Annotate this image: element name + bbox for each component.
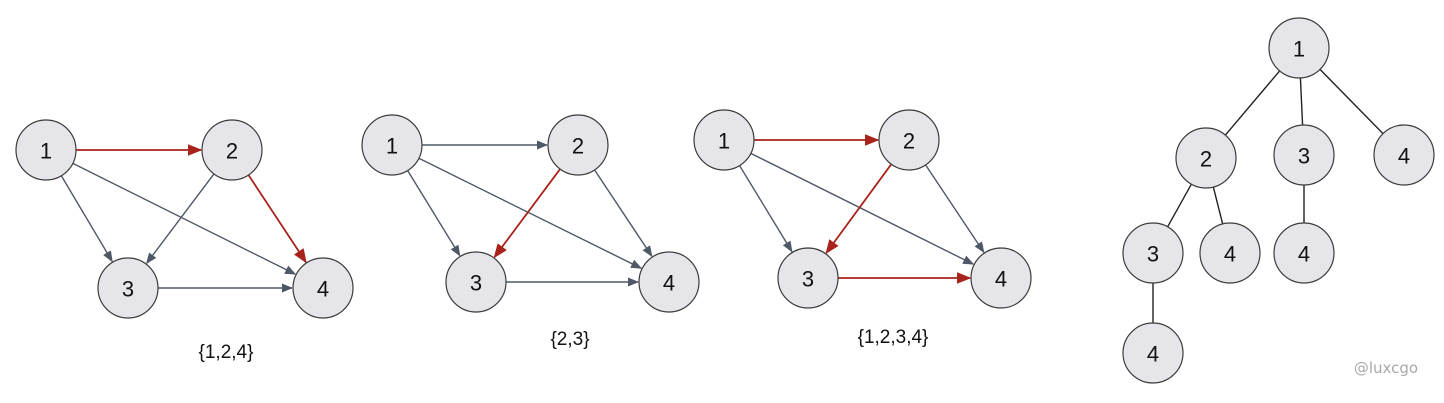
graph-2-node-3-label: 3 [470, 271, 482, 296]
watermark-text: @luxcgo [1354, 359, 1418, 377]
tree-node-t3: 3 [1273, 124, 1335, 186]
graph-1-node-4-circle [292, 257, 354, 319]
graph-2-node-3: 3 [445, 251, 507, 313]
tree-node-t234-label: 4 [1147, 342, 1159, 367]
graph-3-node-1-circle [693, 109, 755, 171]
tree-node-t24-circle [1199, 222, 1261, 284]
tree-node-t23-circle [1122, 222, 1184, 284]
graph-3-node-1-label: 1 [718, 129, 730, 154]
tree-node-t4-circle [1373, 124, 1435, 186]
graph-2-node-1-circle [361, 114, 423, 176]
graph-2-node-2: 2 [547, 114, 609, 176]
graph-2-caption: {2,3} [550, 329, 589, 350]
graph-1-caption: {1,2,4} [199, 342, 254, 363]
graph-1-node-1-circle [15, 119, 77, 181]
tree-edge-t1-t2 [1224, 70, 1281, 136]
graph-1-node-4: 4 [292, 257, 354, 319]
tree-node-t23: 3 [1122, 222, 1184, 284]
graph-3-node-2: 2 [878, 109, 940, 171]
graph-2-node-2-label: 2 [572, 134, 584, 159]
tree-node-t23-label: 3 [1147, 242, 1159, 267]
tree-node-t4: 4 [1373, 124, 1435, 186]
graph-1-node-1-label: 1 [40, 139, 52, 164]
graph-3-node-4-label: 4 [995, 267, 1007, 292]
tree-node-t24: 4 [1199, 222, 1261, 284]
graph-1-node-3-circle [97, 257, 159, 319]
tree-node-t34: 4 [1273, 222, 1335, 284]
graph-1-node-4-label: 4 [317, 277, 329, 302]
graph-3-node-2-circle [878, 109, 940, 171]
tree-node-t1-circle [1268, 17, 1330, 79]
graph-1-edge-1-4 [72, 162, 297, 275]
tree-node-t4-label: 4 [1398, 144, 1410, 169]
graph-3-node-3-circle [777, 247, 839, 309]
edges-layer [60, 68, 1384, 323]
graph-3-node-4: 4 [970, 247, 1032, 309]
graph-2-edge-2-3-highlighted [493, 168, 561, 259]
graph-2-node-1-label: 1 [386, 134, 398, 159]
nodes-layer: 1 2 3 4 1 2 3 4 1 2 3 4 1 2 3 4 3 4 4 4 [15, 17, 1435, 384]
tree-node-t3-label: 3 [1298, 144, 1310, 169]
tree-node-t1-label: 1 [1293, 37, 1305, 62]
graph-3-edge-1-3 [739, 165, 793, 253]
tree-node-t1: 1 [1268, 17, 1330, 79]
graph-1-edge-2-4-highlighted [247, 174, 307, 264]
graph-1-node-3-label: 3 [122, 277, 134, 302]
graph-2-node-3-circle [445, 251, 507, 313]
tree-node-t2: 2 [1175, 127, 1237, 189]
graph-2-edge-1-4 [418, 157, 643, 269]
graph-3-edge-1-4 [750, 152, 975, 265]
captions-layer: {1,2,4} {2,3} {1,2,3,4} @luxcgo [199, 327, 1419, 377]
graph-2-node-4-label: 4 [663, 271, 675, 296]
graph-3-node-4-circle [970, 247, 1032, 309]
graph-1-edge-1-3 [60, 175, 113, 263]
tree-node-t234: 4 [1122, 322, 1184, 384]
tree-edge-t2-t23 [1167, 183, 1192, 228]
tree-node-t2-circle [1175, 127, 1237, 189]
graph-2-node-2-circle [547, 114, 609, 176]
graph-3-node-3-label: 3 [802, 267, 814, 292]
tree-edge-t2-t24 [1212, 186, 1224, 225]
graph-2-edge-2-4 [594, 169, 653, 258]
tree-node-t3-circle [1273, 124, 1335, 186]
tree-node-t2-label: 2 [1200, 147, 1212, 172]
graph-3-edge-2-4 [925, 164, 985, 254]
graph-1-edge-2-3 [145, 173, 215, 265]
graph-1-node-3: 3 [97, 257, 159, 319]
tree-node-t24-label: 4 [1224, 242, 1236, 267]
graph-2-node-4-circle [638, 251, 700, 313]
graph-3-edge-2-3-highlighted [825, 163, 893, 255]
graph-2-node-4: 4 [638, 251, 700, 313]
graph-3-caption: {1,2,3,4} [858, 327, 929, 348]
graph-3-node-3: 3 [777, 247, 839, 309]
graph-3-node-1: 1 [693, 109, 755, 171]
graph-1-node-2-label: 2 [226, 139, 238, 164]
tree-node-t34-circle [1273, 222, 1335, 284]
tree-node-t34-label: 4 [1298, 242, 1310, 267]
graph-2-node-1: 1 [361, 114, 423, 176]
tree-node-t234-circle [1122, 322, 1184, 384]
graph-2-edge-1-3 [407, 170, 461, 257]
graph-1-node-2-circle [201, 119, 263, 181]
graph-1-node-1: 1 [15, 119, 77, 181]
tree-edge-t1-t4 [1319, 68, 1384, 135]
graph-3-node-2-label: 2 [903, 129, 915, 154]
graph-1-node-2: 2 [201, 119, 263, 181]
tree-edge-t1-t3 [1299, 77, 1304, 126]
